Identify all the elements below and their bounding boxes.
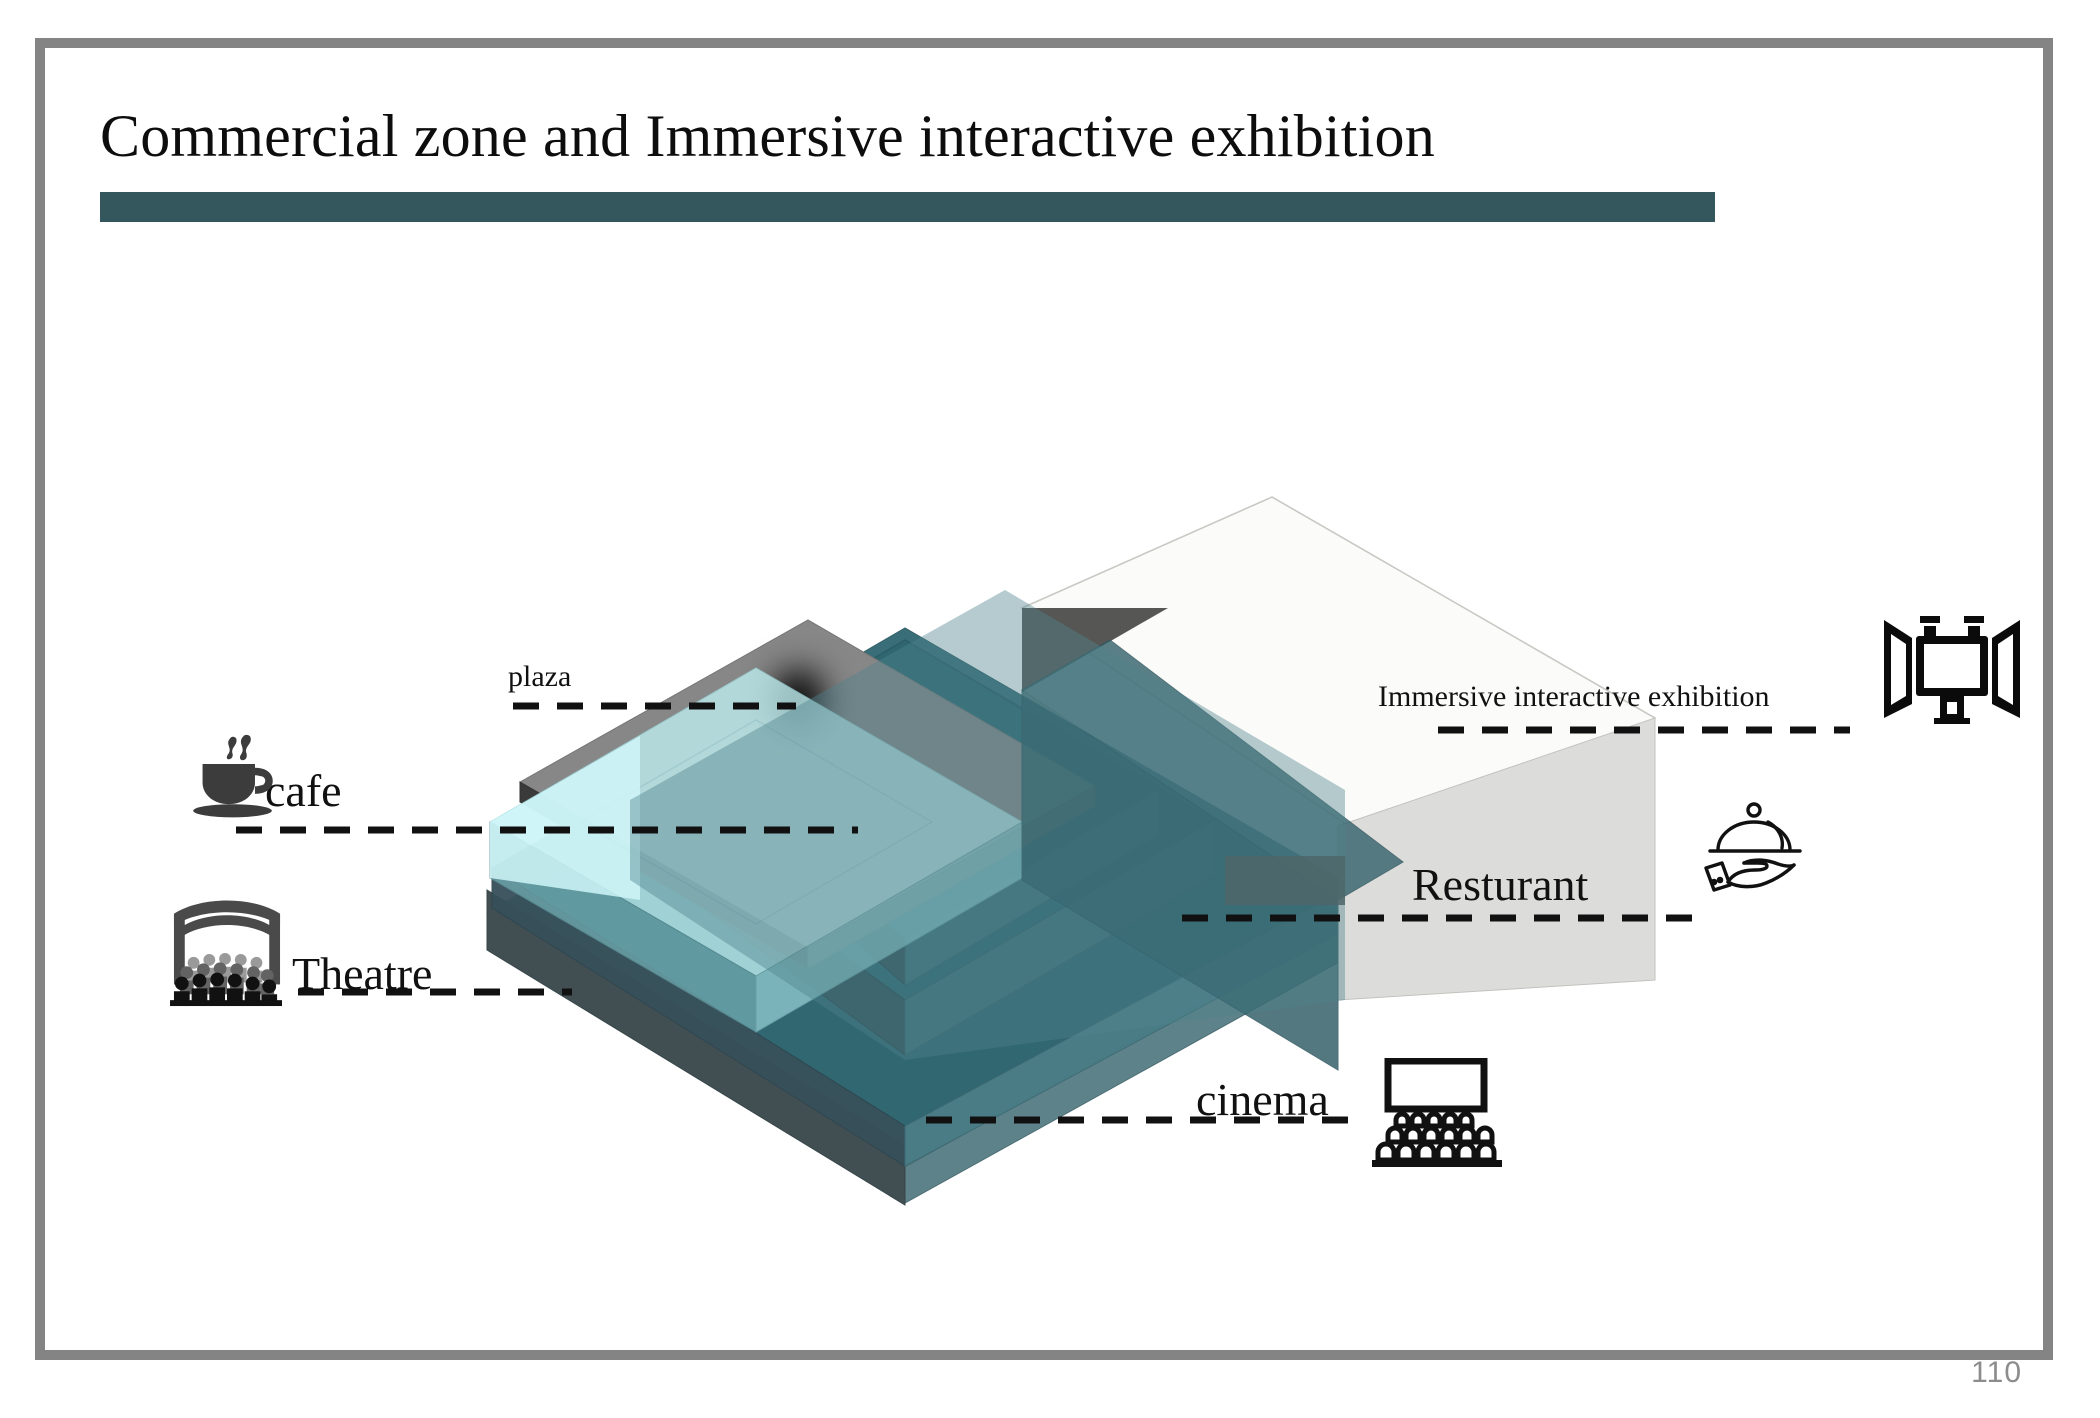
callout-label-restaurant: Resturant [1412, 859, 1589, 910]
callout-label-cinema: cinema [1196, 1074, 1329, 1125]
callout-label-cafe: cafe [265, 765, 342, 816]
coffee-cup-icon [193, 734, 287, 822]
callout-label-immersive: Immersive interactive exhibition [1378, 680, 1770, 713]
cinema-screen-icon [1352, 1058, 1520, 1170]
title-accent-bar [100, 192, 1715, 222]
page-title: Commercial zone and Immersive interactiv… [100, 103, 1435, 169]
page-number: 110 [1971, 1356, 2022, 1389]
serving-dome-icon [1692, 800, 1812, 892]
theatre-stage-icon [168, 898, 286, 1008]
callout-label-plaza: plaza [508, 660, 572, 693]
immersive-room-icon [1882, 608, 2022, 724]
title-block: Commercial zone and Immersive interactiv… [100, 105, 1800, 168]
callout-label-theatre: Theatre [292, 948, 433, 999]
